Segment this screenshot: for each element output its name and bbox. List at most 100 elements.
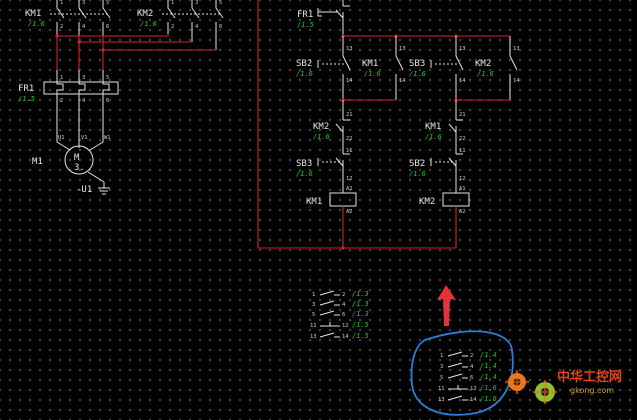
km2-contacts-ref: /1.6 [140,20,157,28]
svg-text:1: 1 [60,75,63,81]
svg-text:/1.3: /1.3 [352,290,369,298]
control-circuit: FR1 /1.5 SB2 /1.6 13 14 KM1 /1.6 13 14 [257,0,520,250]
svg-text:13: 13 [459,46,466,52]
motor-symbol-text: M [74,153,80,163]
svg-text:3: 3 [82,0,85,6]
km2-interlock-label: KM2 [313,122,329,132]
motor-tag: -U1 [76,185,92,195]
svg-text:A1: A1 [459,186,466,192]
gear-icon [505,370,557,404]
crossref2-row: 5 6 /1.4 [440,373,497,381]
svg-text:4: 4 [195,24,199,30]
svg-text:5: 5 [106,0,109,6]
branch-reverse: SB3 /1.6 13 14 KM2 /1.6 13 14 [409,36,520,100]
crossref1-row: 11 12 /1.5 [310,321,369,329]
km2-contacts-label: KM2 [137,9,153,19]
svg-text:4: 4 [82,24,86,30]
svg-text:12: 12 [459,176,466,182]
branch-forward: SB2 /1.6 13 14 KM1 /1.6 13 14 [296,36,406,100]
svg-text:/1.4: /1.4 [480,351,497,359]
km1-interlock-label: KM1 [425,122,441,132]
svg-text:12: 12 [470,386,477,392]
crossref-table-2: 1 2 /1.4 3 4 /1.4 5 6 /1.4 11 12 /1.6 13… [410,330,514,416]
km1-hold-ref: /1.6 [364,70,381,78]
motor-label: M1 [32,157,43,167]
sb2-start-label: SB2 [296,59,312,69]
svg-text:6: 6 [219,24,222,30]
svg-text:/1.6: /1.6 [480,384,497,392]
svg-text:U1: U1 [58,135,65,141]
svg-text:21: 21 [346,112,353,118]
svg-text:4: 4 [470,364,474,370]
svg-text:4: 4 [342,302,346,308]
svg-text:13: 13 [399,46,406,52]
sb3-stop-label: SB3 [296,159,312,169]
contactor-coils: KM1 A1 A2 KM2 A1 A2 [306,186,470,248]
motor-m1: M1 M 3. -U1 [32,145,110,195]
svg-text:5: 5 [440,375,443,381]
km2-hold-label: KM2 [475,59,491,69]
svg-text:3: 3 [312,302,315,308]
crossref-table-1: 1 2 /1.3 3 4 /1.3 5 6 /1.3 11 12 /1.5 13… [310,290,369,340]
svg-text:A1: A1 [346,186,353,192]
sb2-start-ref: /1.6 [296,70,313,78]
svg-text:5: 5 [106,75,109,81]
km2-hold-ref: /1.6 [477,70,494,78]
svg-text:/1.4: /1.4 [480,373,497,381]
svg-text:22: 22 [346,136,353,142]
sb2-stop-ref: /1.6 [409,170,426,178]
sb3-stop-ref: /1.6 [296,170,313,178]
svg-text:6: 6 [470,375,473,381]
svg-text:/1.6: /1.6 [480,395,497,403]
svg-text:14: 14 [346,78,353,84]
crossref2-row: 3 4 /1.4 [440,362,497,370]
km1-contacts-label: KM1 [25,9,41,19]
interlock-contacts: KM2 /1.6 21 22 KM1 /1.6 21 22 [313,100,466,142]
ctrl-fr1-ref: /1.5 [297,21,314,29]
stop-buttons: SB3 /1.6 11 12 SB2 /1.6 11 12 [296,142,466,186]
svg-text:13: 13 [513,46,520,52]
svg-text:14: 14 [342,334,349,340]
motor-phase-text: 3. [74,163,85,173]
svg-text:1: 1 [171,0,174,6]
fr1-label: FR1 [18,84,34,94]
km1-interlock-ref: /1.6 [425,133,442,141]
svg-text:1: 1 [440,353,443,359]
svg-text:14: 14 [399,78,406,84]
svg-text:11: 11 [438,386,445,392]
km1-hold-label: KM1 [362,59,378,69]
ctrl-fr1-label: FR1 [297,10,313,20]
svg-text:/1.4: /1.4 [480,362,497,370]
svg-text:W1: W1 [104,135,111,141]
svg-text:2: 2 [171,24,174,30]
arrow-up-icon [437,285,456,326]
ground-icon [87,171,110,195]
svg-text:6: 6 [106,24,109,30]
svg-text:14: 14 [513,78,520,84]
sb3-start-ref: /1.6 [409,70,426,78]
svg-text:5: 5 [312,312,315,318]
svg-text:2: 2 [342,292,345,298]
svg-text:/1.3: /1.3 [352,300,369,308]
svg-text:A2: A2 [346,209,353,215]
svg-text:11: 11 [346,148,353,154]
svg-text:13: 13 [310,334,317,340]
svg-text:2: 2 [470,353,473,359]
sb2-stop-label: SB2 [409,159,425,169]
coil-km1-label: KM1 [306,197,322,207]
svg-text:14: 14 [470,397,477,403]
crossref2-row: 11 12 /1.6 [438,384,497,392]
svg-text:/1.3: /1.3 [352,310,369,318]
svg-text:14: 14 [459,78,466,84]
km2-main-contacts: KM2 /1.6 1 2 3 4 5 6 [137,0,224,50]
svg-text:12: 12 [346,176,353,182]
watermark: 中华工控网 gkong.com [505,369,622,404]
crossref1-row: 3 4 /1.3 [312,300,369,308]
svg-text:11: 11 [310,323,317,329]
svg-text:6: 6 [106,98,109,104]
crossref1-row: 1 2 /1.3 [312,290,369,298]
svg-text:/1.5: /1.5 [352,332,369,340]
svg-text:3: 3 [440,364,443,370]
